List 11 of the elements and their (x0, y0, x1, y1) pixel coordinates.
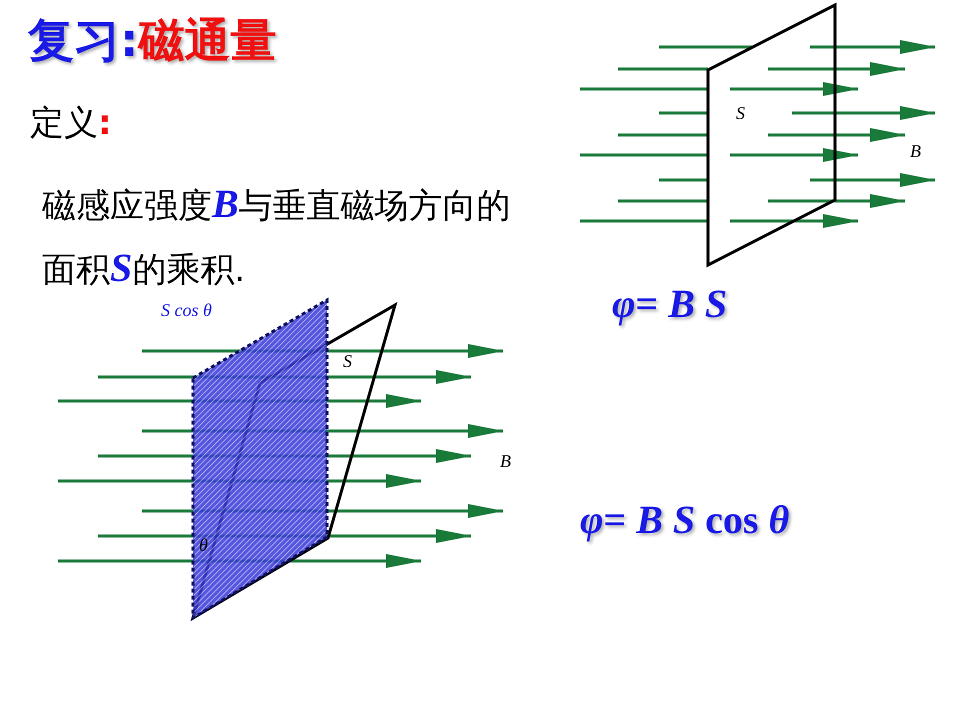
flux-formula: φ= B S (612, 280, 728, 327)
flux-formula: φ= B S cos θ (580, 496, 790, 543)
definition-heading: 定义: (30, 102, 112, 145)
surface-label: S (343, 351, 352, 372)
slide-title: 复习:磁通量 (28, 12, 276, 69)
definition-text: 磁感应强度B与垂直磁场方向的面积S的乘积. (42, 180, 512, 292)
surface-label: S (736, 103, 745, 124)
field-label: B (910, 141, 921, 162)
surface-label: S cos θ (161, 300, 212, 321)
field-label: B (500, 451, 511, 472)
angle-label: θ (199, 535, 208, 556)
